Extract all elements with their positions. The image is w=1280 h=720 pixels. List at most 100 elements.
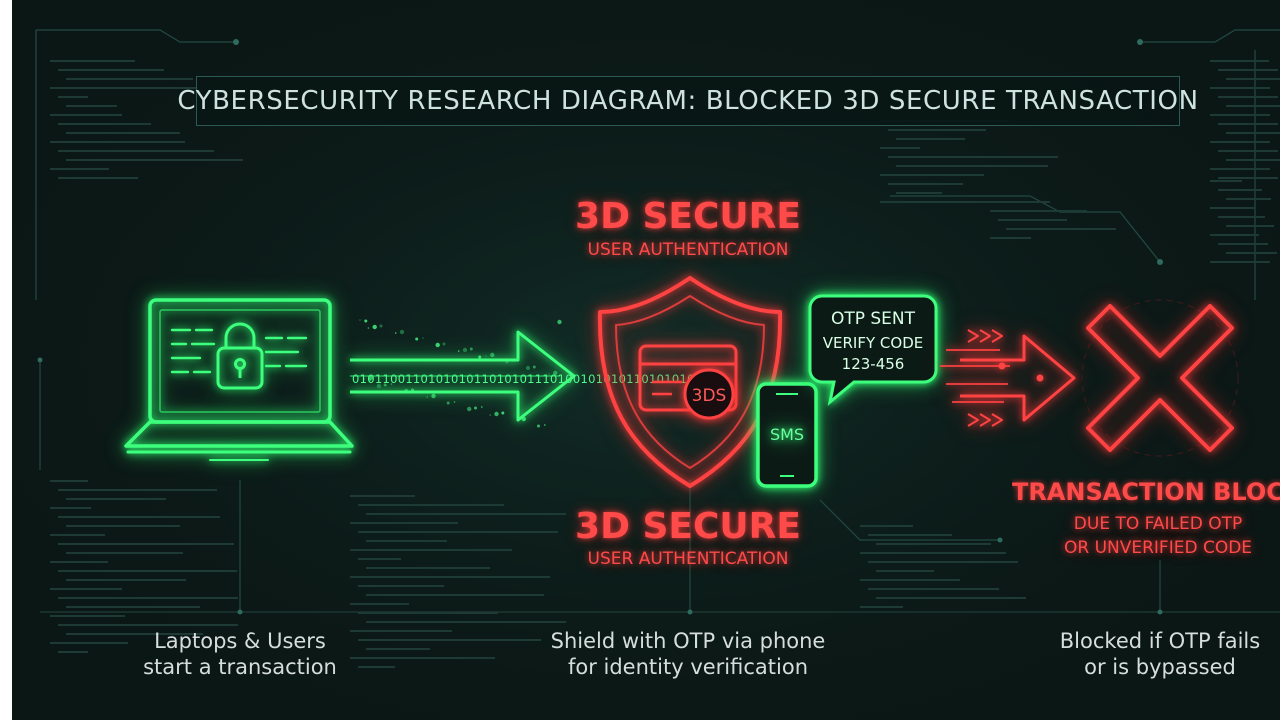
blocked-flow-arrow <box>940 329 1076 427</box>
auth-heading-bottom: 3D SECURE <box>575 506 801 547</box>
code-line-mark <box>876 570 934 572</box>
code-line-mark <box>366 594 544 596</box>
code-line-mark <box>66 606 200 608</box>
code-line-mark <box>1218 96 1278 98</box>
code-line-mark <box>58 150 214 152</box>
caption-shield-line-2: for identity verification <box>567 655 809 679</box>
code-line-mark <box>350 657 495 659</box>
caption-shield: Shield with OTP via phone for identity v… <box>540 628 836 680</box>
code-line-mark <box>66 78 193 80</box>
code-line-mark <box>1218 69 1278 71</box>
data-particle <box>490 352 495 358</box>
code-line-mark <box>58 69 164 71</box>
code-line-mark <box>50 561 108 563</box>
code-line-mark <box>1226 252 1277 254</box>
code-line-mark <box>1210 114 1270 116</box>
code-line-mark <box>58 123 151 125</box>
code-line-mark <box>1210 141 1270 143</box>
data-particle <box>537 424 540 428</box>
code-line-mark <box>58 489 217 491</box>
code-text-decoration <box>50 60 1280 668</box>
auth-heading-top: 3D SECURE <box>575 196 801 237</box>
code-line-mark <box>50 141 185 143</box>
caption-laptop: Laptops & Users start a transaction <box>120 628 360 680</box>
data-particle <box>557 319 562 325</box>
code-line-mark <box>350 576 550 578</box>
code-line-mark <box>1218 177 1278 179</box>
blocked-heading-clip: TRANSACTION BLOCKED <box>1012 478 1280 506</box>
code-line-mark <box>990 210 1087 212</box>
code-line-mark <box>1210 180 1242 182</box>
left-edge-strip <box>0 0 12 720</box>
code-line-mark <box>1210 168 1270 170</box>
shield-icon <box>597 276 783 488</box>
data-particle <box>364 319 368 323</box>
code-line-mark <box>58 624 238 626</box>
data-particle <box>383 383 387 387</box>
code-line-mark <box>1226 132 1280 134</box>
code-line-mark <box>366 513 566 515</box>
data-particle <box>415 337 419 341</box>
code-line-mark <box>888 129 986 131</box>
code-line-mark <box>58 96 88 98</box>
code-line-mark <box>896 138 965 140</box>
blocked-heading: TRANSACTION BLOCKED <box>1012 478 1280 506</box>
code-line-mark <box>880 174 984 176</box>
code-line-mark <box>50 114 122 116</box>
code-line-mark <box>1210 60 1269 62</box>
code-line-mark <box>358 585 444 587</box>
code-line-mark <box>50 87 198 89</box>
code-line-mark <box>1226 198 1271 200</box>
code-line-mark <box>1006 228 1116 230</box>
data-particle <box>399 329 405 335</box>
code-line-mark <box>66 633 203 635</box>
data-particle <box>544 424 546 426</box>
data-particle <box>474 406 477 410</box>
code-line-mark <box>366 648 430 650</box>
data-particle <box>376 383 382 389</box>
data-particle <box>431 393 436 399</box>
auth-subheading-bottom: USER AUTHENTICATION <box>587 549 789 569</box>
code-line-mark <box>50 588 122 590</box>
code-line-mark <box>1210 234 1259 236</box>
data-particle <box>481 406 483 408</box>
data-particle <box>426 396 429 398</box>
data-particle <box>372 324 377 330</box>
code-line-mark <box>66 525 180 527</box>
data-particle <box>390 383 393 385</box>
code-line-mark <box>358 531 558 533</box>
data-particle <box>553 370 558 376</box>
code-line-mark <box>860 579 960 581</box>
code-line-mark <box>350 549 512 551</box>
code-line-mark <box>366 621 566 623</box>
code-line-mark <box>58 570 237 572</box>
code-line-mark <box>366 540 447 542</box>
code-line-mark <box>868 534 952 536</box>
caption-blocked-line-2: or is bypassed <box>1084 655 1236 679</box>
code-line-mark <box>66 105 117 107</box>
code-line-mark <box>880 201 1050 203</box>
data-particle <box>368 378 372 382</box>
code-line-mark <box>880 147 920 149</box>
circuit-lines-decoration <box>35 29 1280 613</box>
code-line-mark <box>990 237 1031 239</box>
data-particle <box>435 342 440 348</box>
page-title: CYBERSECURITY RESEARCH DIAGRAM: BLOCKED … <box>177 86 1199 116</box>
x-mark-icon <box>1081 299 1239 457</box>
credit-card-icon <box>638 344 738 412</box>
data-particle <box>469 347 473 351</box>
data-particle <box>453 401 456 403</box>
caption-laptop-line-1: Laptops & Users <box>154 629 326 653</box>
code-line-mark <box>1210 207 1256 209</box>
data-particle <box>548 373 550 375</box>
data-particle <box>494 411 499 417</box>
code-line-mark <box>50 642 128 644</box>
code-line-mark <box>888 156 1058 158</box>
data-particle <box>485 355 487 357</box>
code-line-mark <box>58 543 234 545</box>
data-particle <box>462 347 468 353</box>
code-line-mark <box>58 651 88 653</box>
code-line-mark <box>1218 150 1278 152</box>
code-line-mark <box>1210 87 1270 89</box>
code-line-mark <box>50 507 91 509</box>
